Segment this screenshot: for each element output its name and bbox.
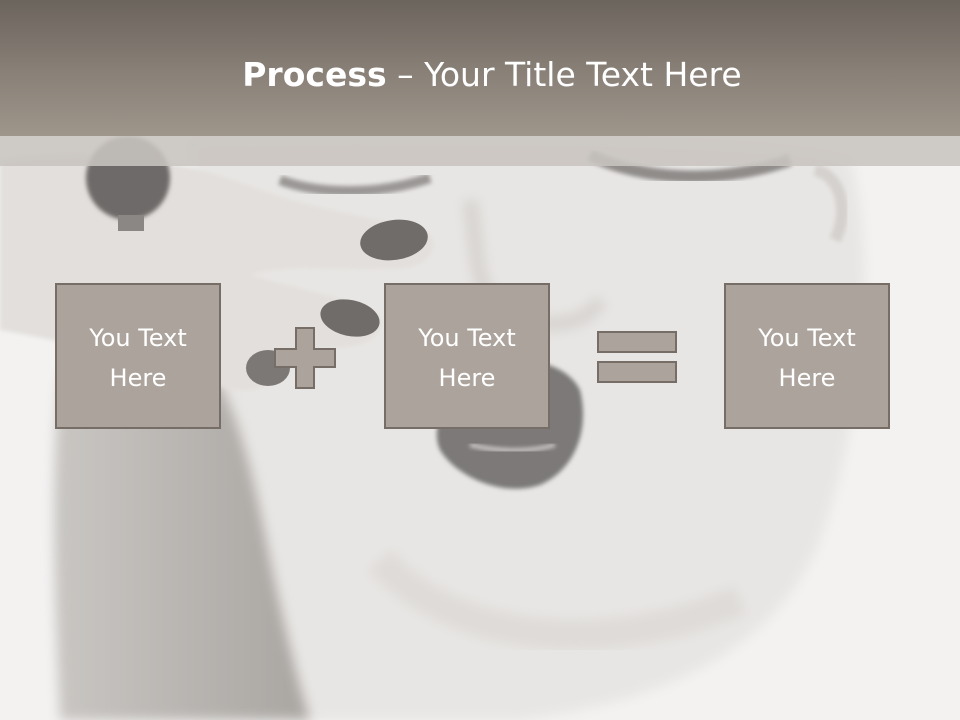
plus-icon [274, 327, 336, 389]
slide-title[interactable]: Process – Your Title Text Here [0, 52, 960, 98]
process-result-box[interactable]: You Text Here [724, 283, 890, 429]
process-step-2-box[interactable]: You Text Here [384, 283, 550, 429]
title-accent-strip [0, 136, 960, 166]
process-result-text: You Text Here [758, 324, 856, 392]
process-step-1-text: You Text Here [89, 324, 187, 392]
title-bold-text: Process [242, 55, 387, 94]
title-bar [0, 0, 960, 136]
process-step-2-text: You Text Here [418, 324, 516, 392]
process-step-1-box[interactable]: You Text Here [55, 283, 221, 429]
title-rest-text: – Your Title Text Here [386, 55, 742, 94]
equals-icon [597, 331, 677, 383]
